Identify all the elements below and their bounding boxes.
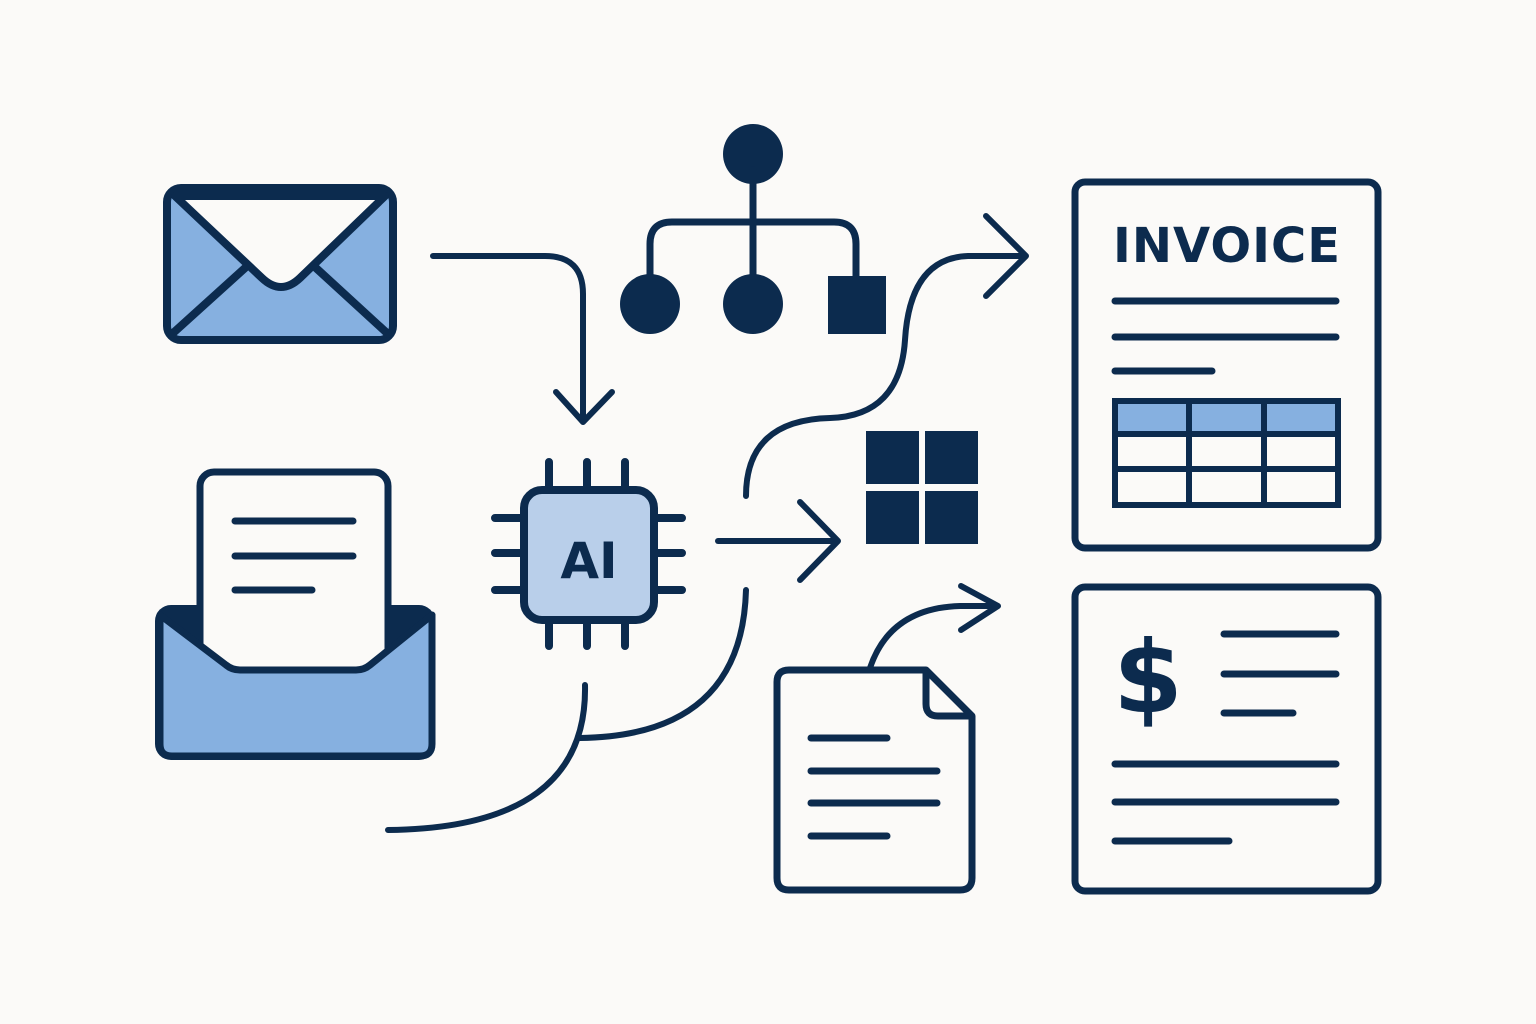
- invoice-table: [1112, 398, 1341, 508]
- dollar-receipt-icon: $: [1071, 583, 1382, 895]
- straight-arrow: [715, 499, 841, 583]
- document-icon: [773, 666, 976, 894]
- elbow-arrow: [430, 253, 615, 425]
- envelope-icon: [163, 184, 397, 344]
- curve-lines: [385, 587, 749, 833]
- ai-chip-icon: AI: [491, 458, 686, 650]
- inbox-letter-icon: [155, 468, 436, 760]
- invoice-document-icon: INVOICE: [1071, 178, 1382, 552]
- curved-arrow: [867, 583, 1001, 671]
- org-tree-icon: [620, 124, 886, 334]
- ai-label: AI: [560, 532, 617, 590]
- dollar-symbol: $: [1113, 619, 1183, 736]
- invoice-title: INVOICE: [1113, 218, 1341, 274]
- four-squares-grid-icon: [866, 431, 978, 544]
- s-curve-arrow: [743, 213, 1029, 499]
